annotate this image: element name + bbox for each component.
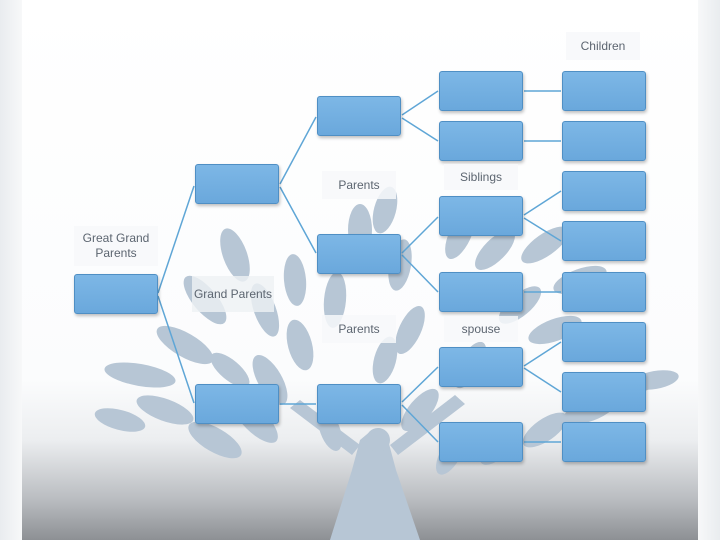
sibling-box-4 xyxy=(439,272,523,312)
spouse-box-1 xyxy=(439,347,523,387)
great-grand-parents-box xyxy=(74,274,158,314)
grand-parents-label: Grand Parents xyxy=(192,276,274,312)
parents-label-bottom: Parents xyxy=(322,315,396,343)
siblings-label: Siblings xyxy=(444,164,518,190)
sibling-box-3 xyxy=(439,196,523,236)
sibling-box-2 xyxy=(439,121,523,161)
parents-box-3 xyxy=(317,384,401,424)
child-box-8 xyxy=(562,422,646,462)
sibling-box-1 xyxy=(439,71,523,111)
left-frame-edge xyxy=(0,0,22,540)
spouse-box-2 xyxy=(439,422,523,462)
child-box-7 xyxy=(562,372,646,412)
parents-label-top: Parents xyxy=(322,171,396,199)
child-box-1 xyxy=(562,71,646,111)
child-box-6 xyxy=(562,322,646,362)
children-label: Children xyxy=(566,32,640,60)
connector-lines xyxy=(157,90,562,443)
grand-parents-box-bottom xyxy=(195,384,279,424)
grand-parents-box-top xyxy=(195,164,279,204)
great-grand-parents-label: Great Grand Parents xyxy=(74,226,158,266)
child-box-5 xyxy=(562,272,646,312)
spouse-label: spouse xyxy=(444,316,518,342)
parents-box-2 xyxy=(317,234,401,274)
child-box-2 xyxy=(562,121,646,161)
child-box-4 xyxy=(562,221,646,261)
parents-box-1 xyxy=(317,96,401,136)
child-box-3 xyxy=(562,171,646,211)
right-frame-edge xyxy=(698,0,720,540)
